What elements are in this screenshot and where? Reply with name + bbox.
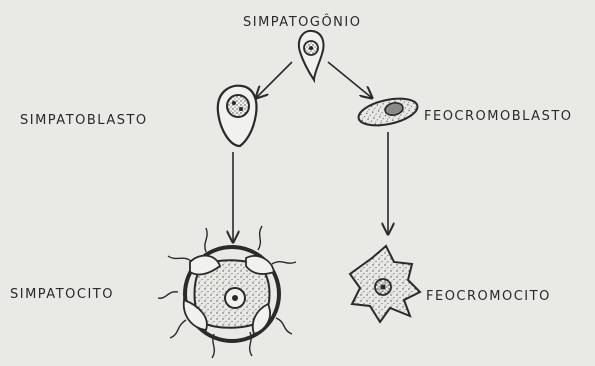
simpatoblasto-cell	[218, 86, 257, 146]
feocromocito-label: FEOCROMOCITO	[426, 290, 551, 303]
simpatoblasto-label: SIMPATOBLASTO	[20, 114, 148, 127]
feocromoblasto-label: FEOCROMOBLASTO	[424, 110, 573, 123]
feocromoblasto-cell	[356, 94, 420, 130]
simpatogonio-label: SIMPATOGÔNIO	[243, 16, 361, 29]
feocromocito-cell	[350, 246, 420, 322]
simpatocito-label: SIMPATOCITO	[10, 288, 114, 301]
arrow-to-simpatoblasto	[256, 62, 292, 98]
simpatocito-cell	[158, 226, 296, 358]
arrow-to-feocromoblasto	[328, 62, 372, 98]
simpatogonio-cell	[299, 31, 324, 80]
